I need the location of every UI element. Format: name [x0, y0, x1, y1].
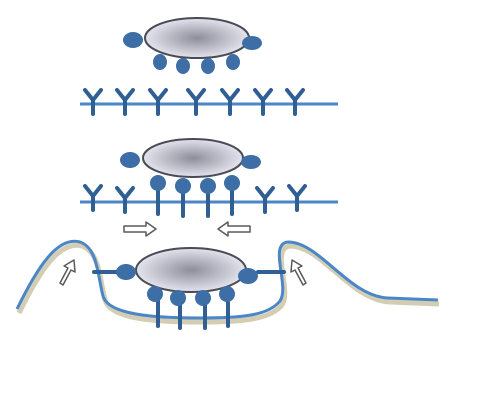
receptor-icon: [255, 186, 275, 214]
receptor-icon: [220, 88, 240, 116]
cell-membrane: [15, 239, 439, 320]
membrane-shadow: [16, 242, 440, 325]
receptor-icon: [287, 184, 307, 212]
receptor-icon: [253, 88, 273, 116]
receptor-row: [83, 184, 307, 214]
receptor-icon: [186, 88, 206, 116]
nanoparticle-icon: [142, 138, 244, 178]
receptor-icon: [285, 88, 305, 116]
receptor-icon: [115, 186, 135, 214]
ligand-icon: [116, 264, 258, 306]
arrow-icon: [217, 221, 251, 237]
ligand-icon: [120, 152, 261, 194]
stage-initial-binding: [80, 17, 338, 116]
arrow-icon: [123, 221, 157, 237]
receptor-icon: [115, 88, 135, 116]
nanoparticle-icon: [144, 17, 250, 59]
receptor-icon: [83, 88, 103, 116]
receptor-icon: [83, 184, 103, 212]
ligand-icon: [123, 32, 262, 74]
stage-receptor-clustering: [80, 138, 338, 237]
arrow-icon: [290, 259, 307, 286]
stage-membrane-wrapping: [15, 239, 440, 330]
arrow-icon: [59, 259, 76, 286]
nanoparticle-icon: [135, 247, 247, 293]
receptor-icon: [148, 88, 168, 116]
receptor-row: [83, 88, 305, 116]
